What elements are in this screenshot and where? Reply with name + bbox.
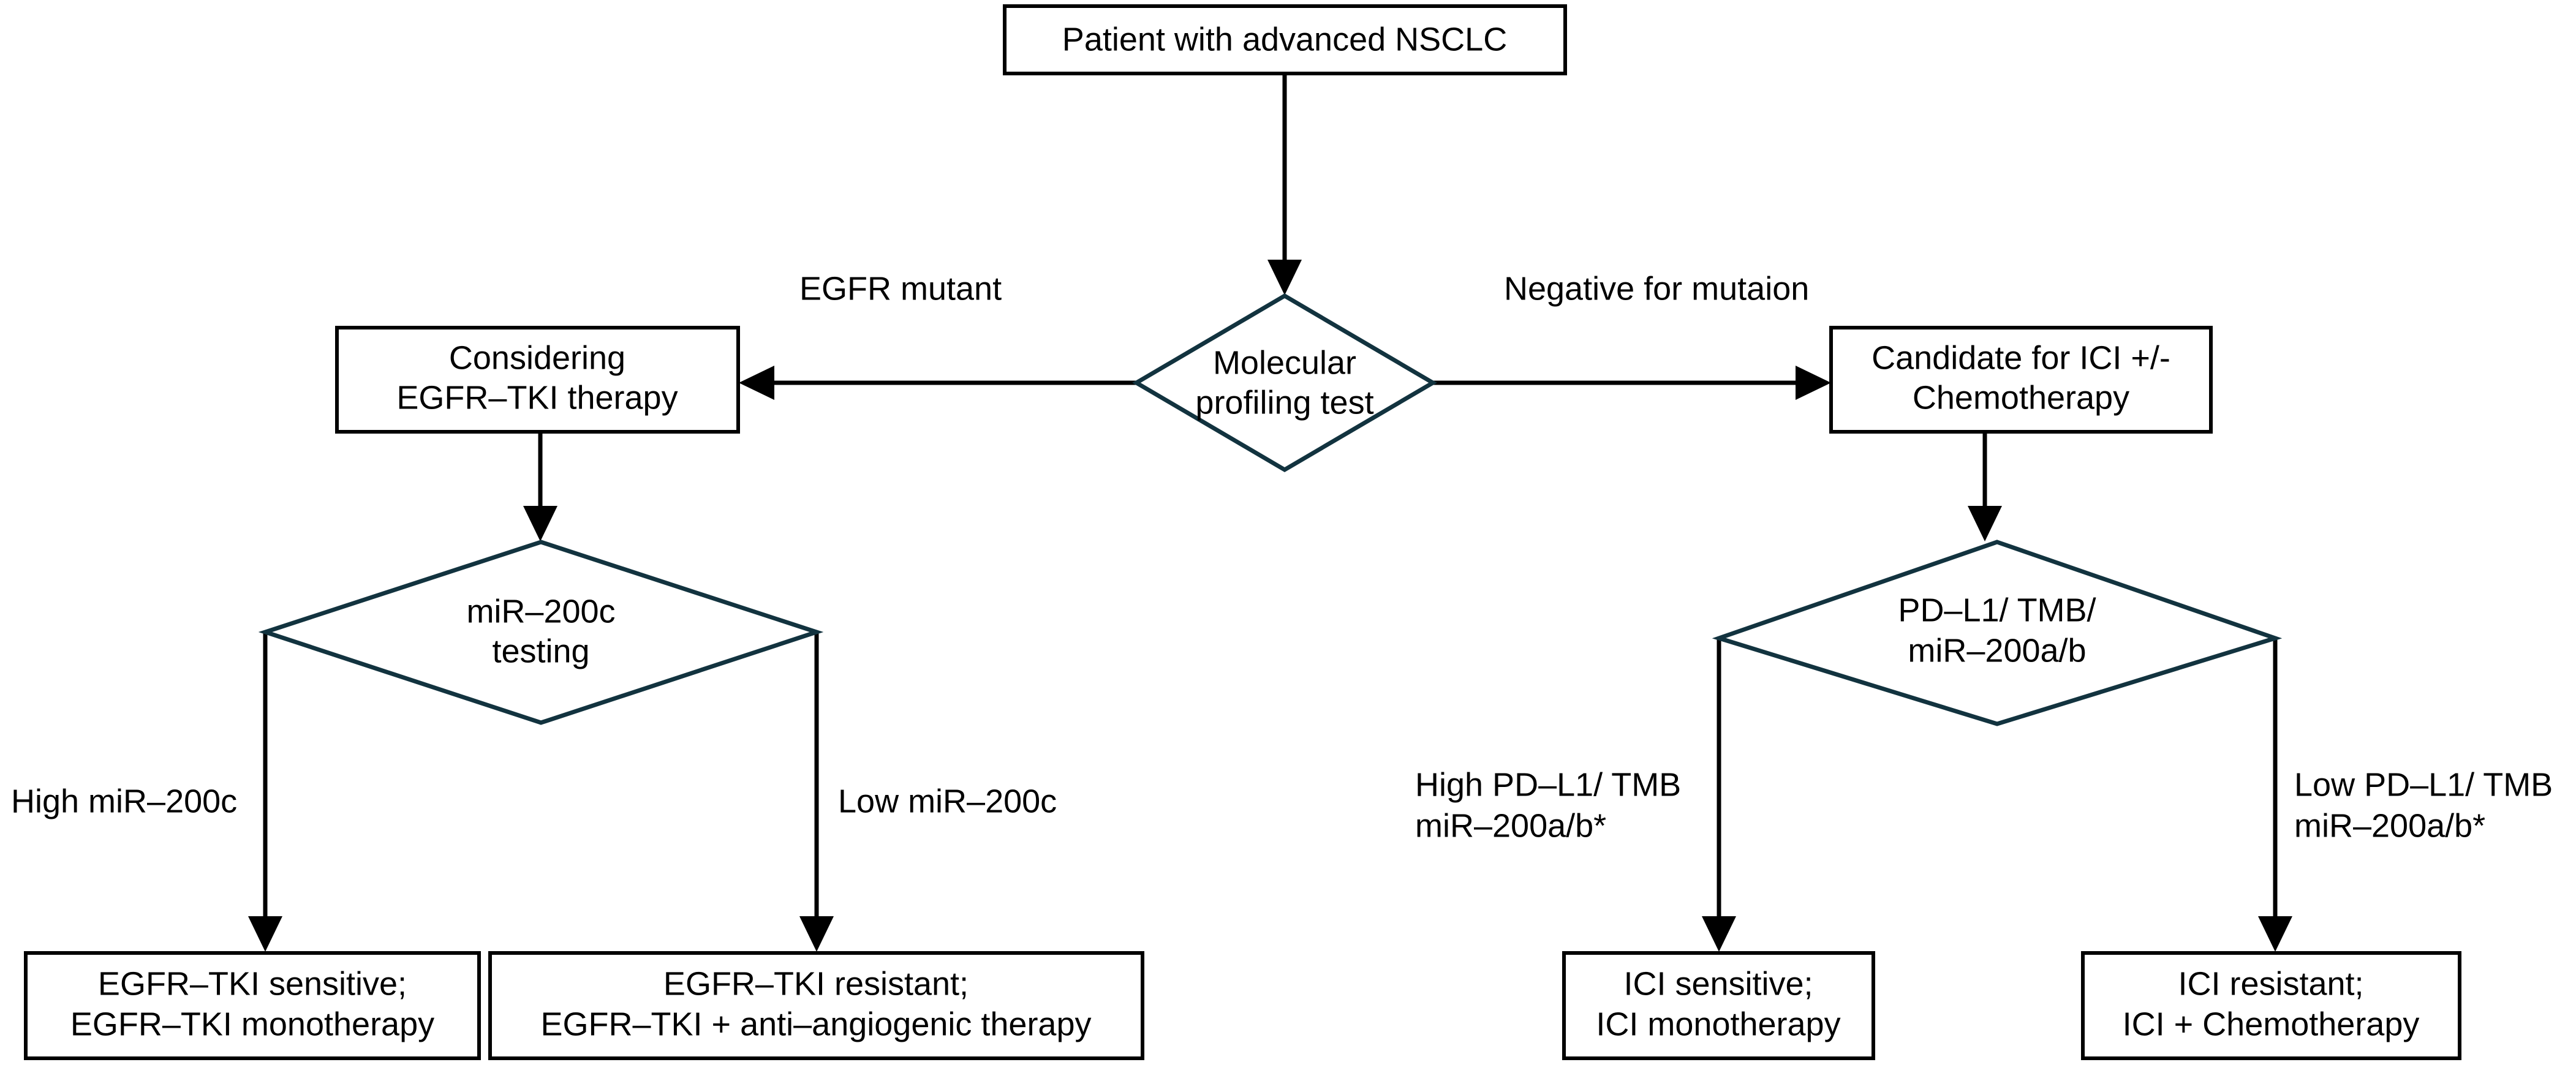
node-pdl1-tmb-line1: PD–L1/ TMB/	[1898, 592, 2096, 628]
node-molecular-profiling-line2: profiling test	[1195, 384, 1373, 421]
node-egfr-tki-sensitive-line1: EGFR–TKI sensitive;	[98, 965, 407, 1002]
node-egfr-tki-sensitive[interactable]: EGFR–TKI sensitive; EGFR–TKI monotherapy	[24, 951, 481, 1060]
edge-label-low-mir200c: Low miR–200c	[838, 783, 1057, 819]
node-ici-sensitive[interactable]: ICI sensitive; ICI monotherapy	[1562, 951, 1875, 1060]
edge-label-low-pdl1-tmb: Low PD–L1/ TMB miR–200a/b*	[2294, 766, 2553, 844]
node-candidate-ici-line1: Candidate for ICI +/-	[1872, 339, 2170, 376]
edge-label-low-pdl1-tmb-line1: Low PD–L1/ TMB	[2294, 766, 2553, 803]
node-mir200c-testing-line2: testing	[492, 633, 589, 669]
node-mir200c-testing-line1: miR–200c	[466, 593, 615, 630]
edge-label-high-pdl1-tmb: High PD–L1/ TMB miR–200a/b*	[1415, 766, 1681, 844]
edge-mir200c-low-branch	[799, 632, 834, 952]
edge-label-high-pdl1-tmb-line2: miR–200a/b*	[1415, 807, 1606, 844]
node-ici-resistant-line1: ICI resistant;	[2178, 965, 2363, 1002]
node-egfr-tki-resistant-line1: EGFR–TKI resistant;	[663, 965, 969, 1002]
node-pdl1-tmb-line2: miR–200a/b	[1908, 632, 2086, 669]
node-molecular-profiling-test[interactable]: Molecular profiling test	[1132, 293, 1437, 473]
node-molecular-profiling-line1: Molecular	[1213, 344, 1356, 381]
node-candidate-ici-line2: Chemotherapy	[1913, 379, 2129, 416]
node-mir200c-testing[interactable]: miR–200c testing	[258, 540, 824, 725]
edge-label-high-pdl1-tmb-line1: High PD–L1/ TMB	[1415, 766, 1681, 803]
edge-molecular-to-candidate-ici	[1433, 366, 1831, 400]
edge-label-negative-for-mutation: Negative for mutaion	[1504, 270, 1809, 307]
node-considering-egfr-tki-therapy[interactable]: Considering EGFR–TKI therapy	[335, 326, 740, 434]
edge-molecular-to-egfr-tki	[739, 366, 1136, 400]
node-considering-egfr-tki-line2: EGFR–TKI therapy	[396, 379, 678, 416]
edge-patient-to-molecular	[1267, 73, 1302, 295]
node-ici-sensitive-line1: ICI sensitive;	[1623, 965, 1813, 1002]
node-egfr-tki-resistant-line2: EGFR–TKI + anti–angiogenic therapy	[540, 1006, 1091, 1042]
edge-candidate-ici-to-pdl1	[1968, 430, 2002, 541]
edge-label-high-mir200c: High miR–200c	[11, 783, 237, 819]
node-patient-label: Patient with advanced NSCLC	[1062, 21, 1507, 58]
node-pdl1-tmb-mir200ab-testing[interactable]: PD–L1/ TMB/ miR–200a/b	[1712, 540, 2283, 726]
node-ici-resistant[interactable]: ICI resistant; ICI + Chemotherapy	[2081, 951, 2461, 1060]
edge-pdl1-low-branch	[2258, 638, 2292, 952]
node-egfr-tki-sensitive-line2: EGFR–TKI monotherapy	[70, 1006, 434, 1042]
edge-label-egfr-mutant: EGFR mutant	[799, 270, 1002, 307]
node-ici-resistant-line2: ICI + Chemotherapy	[2123, 1006, 2420, 1042]
edge-egfr-tki-to-mir200c	[523, 430, 557, 541]
node-candidate-for-ici[interactable]: Candidate for ICI +/- Chemotherapy	[1829, 326, 2213, 434]
node-considering-egfr-tki-line1: Considering	[449, 339, 625, 376]
edge-mir200c-high-branch	[248, 632, 282, 952]
edge-pdl1-high-branch	[1702, 638, 1736, 952]
node-ici-sensitive-line2: ICI monotherapy	[1596, 1006, 1840, 1042]
edge-label-low-pdl1-tmb-line2: miR–200a/b*	[2294, 807, 2485, 844]
node-patient-with-advanced-nsclc[interactable]: Patient with advanced NSCLC	[1003, 4, 1567, 75]
node-egfr-tki-resistant[interactable]: EGFR–TKI resistant; EGFR–TKI + anti–angi…	[488, 951, 1144, 1060]
